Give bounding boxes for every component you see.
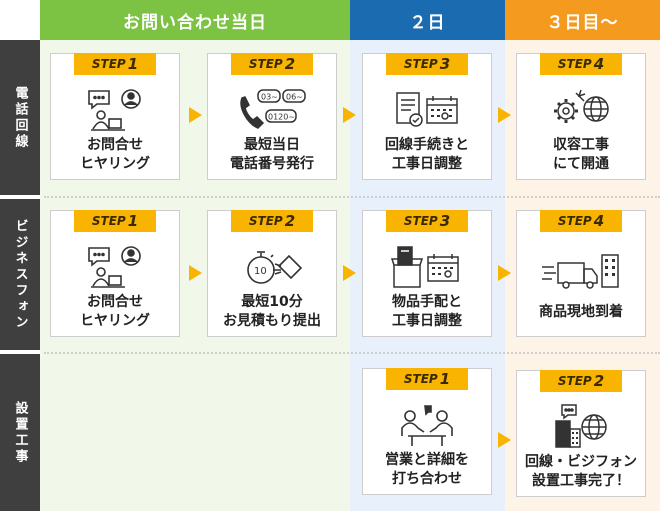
card-text: 回線・ビジフォン設置工事完了！	[525, 454, 637, 489]
consultation-icon	[51, 241, 179, 293]
card-text: お問合せヒヤリング	[80, 294, 150, 329]
phone-number-icon: 03~ 06~ 0120~	[208, 84, 336, 136]
row-header-label: 設置工事	[12, 400, 28, 465]
row-header-phone-line: 電話回線	[0, 40, 40, 195]
card-text: 回線手続きと工事日調整	[385, 137, 469, 172]
row-separator	[44, 352, 660, 354]
stopwatch-icon: 10	[208, 241, 336, 293]
row-header-label: 電話回線	[12, 85, 28, 150]
row-header-label: ビジネスフォン	[12, 218, 28, 331]
card-text: 最短10分お見積もり提出	[223, 294, 321, 329]
row-header-installation: 設置工事	[0, 354, 40, 511]
row-separator	[44, 196, 660, 198]
column-header-label: ２日	[409, 12, 446, 33]
box-calendar-icon	[363, 241, 491, 293]
column-header-label: ３日目〜	[546, 12, 619, 33]
column-header-day3: ３日目〜	[505, 0, 660, 40]
card-text: 営業と詳細を打ち合わせ	[385, 452, 469, 487]
card-text: お問合せヒヤリング	[80, 137, 150, 172]
card-text: 収容工事にて開通	[553, 137, 609, 172]
truck-building-icon	[517, 247, 645, 299]
column-header-day2: ２日	[350, 0, 505, 40]
card-text: 商品現地到着	[539, 304, 623, 320]
consultation-icon	[51, 84, 179, 136]
card-text: 物品手配と工事日調整	[392, 294, 462, 329]
column-header-label: お問い合わせ当日	[123, 12, 267, 33]
column-header-day1: お問い合わせ当日	[40, 0, 350, 40]
corner-cell	[0, 0, 40, 40]
phone-network-icon	[517, 401, 645, 453]
meeting-icon	[363, 399, 491, 451]
row-header-business-phone: ビジネスフォン	[0, 199, 40, 350]
svg-text:03~: 03~	[261, 93, 278, 102]
arrow-right-icon	[498, 432, 511, 448]
svg-text:0120~: 0120~	[268, 113, 295, 122]
arrow-right-icon	[189, 265, 202, 281]
arrow-right-icon	[343, 107, 356, 123]
svg-text:06~: 06~	[286, 93, 303, 102]
svg-text:10: 10	[254, 266, 267, 277]
card-text: 最短当日電話番号発行	[230, 137, 314, 172]
arrow-right-icon	[189, 107, 202, 123]
arrow-right-icon	[343, 265, 356, 281]
arrow-right-icon	[498, 107, 511, 123]
document-calendar-icon	[363, 84, 491, 136]
gear-network-icon	[517, 84, 645, 136]
arrow-right-icon	[498, 265, 511, 281]
